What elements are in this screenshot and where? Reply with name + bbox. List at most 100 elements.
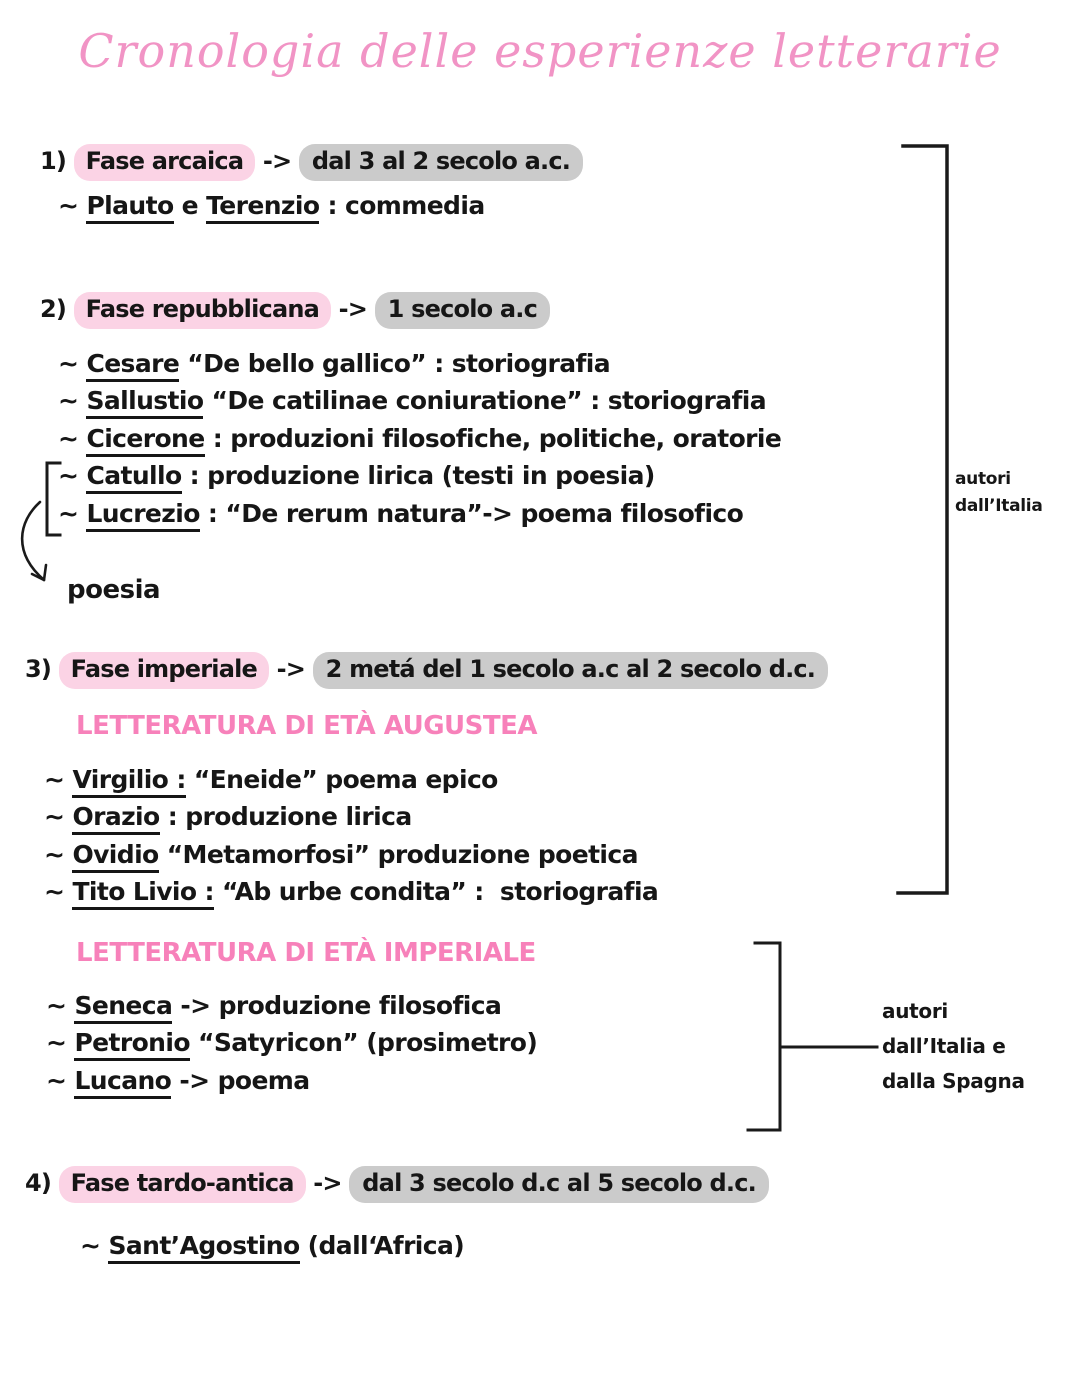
note-item: ~ Cicerone : produzioni filosofiche, pol… [58,423,782,461]
arrow-text: -> [262,147,292,175]
tilde-bullet: ~ [58,498,87,528]
arrow-text: -> [313,1169,342,1197]
tilde-bullet: ~ [46,1028,75,1058]
author-name: Catullo [86,461,182,495]
author-name: Terenzio [206,191,320,224]
spacer [51,655,59,683]
tilde-bullet: ~ [44,765,73,794]
item-text: : “De rerum natura”-> poema filosofico [199,498,744,528]
tilde-bullet: ~ [46,1065,75,1095]
author-name: Cesare [86,349,180,382]
arrow-text: -> [276,655,306,683]
item-text: “De catilinae coniuratione” : storiograf… [203,386,767,416]
tilde-bullet: ~ [44,802,73,832]
note-item: ~ Tito Livio : “Ab urbe condita” : stori… [44,877,659,914]
item-text: : produzioni filosofiche, politiche, ora… [204,423,782,453]
arrow-to-poesia-head [30,563,48,582]
section-2-phase-highlight: Fase repubblicana [73,292,332,329]
note-item: ~ Plauto e Terenzio : commedia [58,191,485,228]
author-name: Petronio [74,1028,191,1062]
label-line: autori [955,469,1011,489]
note-item: ~ Sallustio “De catilinae coniuratione” … [58,386,781,423]
author-name: Virgilio : [72,765,186,798]
section-3-number: 3) [25,655,52,683]
section-4-header: 4) Fase tardo-antica -> dal 3 secolo d.c… [25,1166,769,1203]
item-text: “Satyricon” (prosimetro) [189,1028,538,1058]
bracket-authors-italy [896,144,949,895]
note-item: ~ Petronio “Satyricon” (prosimetro) [46,1028,538,1065]
section-3-phase-highlight: Fase imperiale [58,652,269,689]
tilde-bullet: ~ [58,386,87,416]
section-1-items: ~ Plauto e Terenzio : commedia [58,191,485,228]
note-item: ~ Cesare “De bello gallico” : storiograf… [58,349,781,386]
author-name: Lucrezio [86,498,200,532]
tilde-bullet: ~ [58,349,87,378]
tilde-bullet: ~ [44,877,73,907]
author-name: Orazio [72,802,160,836]
label-line: dall’Italia [955,496,1043,516]
item-text: -> poema [171,1065,310,1095]
item-text: : produzione lirica (testi in poesia) [181,461,656,491]
poesia-annotation: poesia [67,575,161,605]
tilde-bullet: ~ [46,991,75,1020]
arrow-to-poesia [20,500,46,582]
section-4-phase-highlight: Fase tardo-antica [58,1166,306,1203]
tilde-bullet: ~ [44,839,73,869]
section-3-period-highlight: 2 metá del 1 secolo a.c al 2 secolo d.c. [312,652,829,689]
note-item: ~ Sant’Agostino (dall‘Africa) [80,1231,465,1268]
author-name: Lucano [74,1065,172,1099]
section-4-period-highlight: dal 3 secolo d.c al 5 secolo d.c. [349,1166,769,1203]
item-text: : commedia [319,191,486,220]
item-text: “Metamorfosi” produzione poetica [158,839,639,869]
note-item: ~ Seneca -> produzione filosofica [46,991,537,1028]
imperiale-items: ~ Seneca -> produzione filosofica~ Petro… [46,991,538,1103]
item-text: (dall‘Africa) [299,1231,465,1260]
spacer [51,1169,59,1197]
item-text: -> produzione filosofica [172,991,502,1020]
note-item: ~ Ovidio “Metamorfosi” produzione poetic… [44,839,658,877]
item-text: “Ab urbe condita” : storiografia [213,877,659,907]
section-2-number: 2) [40,295,67,323]
author-name: Plauto [86,191,174,224]
section-2-header: 2) Fase repubblicana -> 1 secolo a.c [40,292,550,329]
subheading-imperiale: LETTERATURA DI ETÀ IMPERIALE [76,938,536,968]
author-name: Sant’Agostino [108,1231,300,1264]
author-name: Cicerone [86,423,205,457]
label-line: autori [882,999,948,1023]
subheading-augustea: LETTERATURA DI ETÀ AUGUSTEA [76,711,538,741]
note-item: ~ Orazio : produzione lirica [44,802,658,839]
author-name: Sallustio [86,386,204,420]
section-2-period-highlight: 1 secolo a.c [374,292,550,329]
note-item: ~ Lucrezio : “De rerum natura”-> poema f… [58,498,781,536]
tilde-bullet: ~ [58,461,87,491]
item-text: : produzione lirica [159,802,412,832]
note-item: ~ Lucano -> poema [46,1065,537,1103]
item-text: “De bello gallico” : storiografia [179,349,611,378]
authors-italy-label: autori dall’Italia [955,466,1043,520]
page-title: Cronologia delle esperienze letterarie [78,24,1002,78]
note-item: ~ Catullo : produzione lirica (testi in … [58,461,781,498]
augustea-items: ~ Virgilio : “Eneide” poema epico~ Orazi… [44,765,659,915]
section-2-items: ~ Cesare “De bello gallico” : storiograf… [58,349,782,536]
section-3-header: 3) Fase imperiale -> 2 metá del 1 secolo… [25,652,829,689]
note-item: ~ Virgilio : “Eneide” poema epico [44,765,658,802]
item-text: “Eneide” poema epico [185,765,499,794]
arrow-text: -> [338,295,368,323]
author-name: Ovidio [72,839,159,873]
tilde-bullet: ~ [58,191,87,220]
tilde-bullet: ~ [80,1231,109,1260]
section-1-header: 1) Fase arcaica -> dal 3 al 2 secolo a.c… [40,144,584,181]
section-4-number: 4) [25,1169,52,1197]
label-line: dalla Spagna [882,1069,1025,1093]
label-line: dall’Italia e [882,1034,1006,1058]
spacer [66,147,74,175]
section-1-number: 1) [40,147,67,175]
author-name: Seneca [74,991,173,1024]
section-4-items: ~ Sant’Agostino (dall‘Africa) [80,1231,465,1268]
item-text: e [173,191,207,220]
section-1-phase-highlight: Fase arcaica [73,144,256,181]
tilde-bullet: ~ [58,423,87,453]
section-1-period-highlight: dal 3 al 2 secolo a.c. [298,144,584,181]
bracket-authors-italy-spain [746,941,782,1132]
